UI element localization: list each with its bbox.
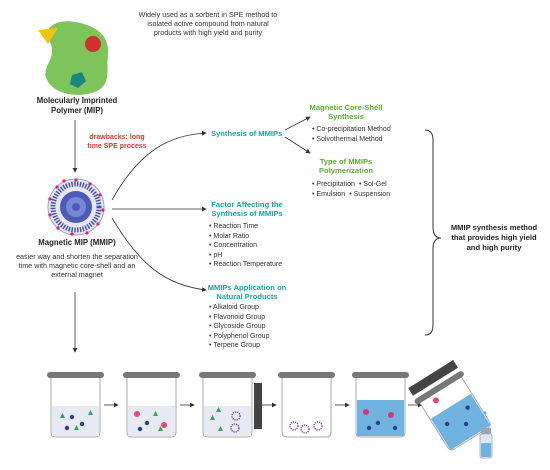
arrow-to-synthesis [111, 130, 207, 201]
beaker-6-pouring [408, 360, 491, 451]
factors-list: Reaction Time Molar Ratio Concentration … [209, 222, 282, 270]
pouring-drops [483, 411, 487, 428]
list-item: Reaction Time [209, 222, 282, 232]
summary-bracket [424, 129, 442, 336]
list-item: Flavonoid Group [209, 313, 269, 323]
list-item: Terpene Group [209, 341, 269, 351]
factors-title: Factor Affecting the Synthesis of MMIPs [211, 200, 283, 218]
template-circle-icon [85, 36, 101, 52]
mmip-description: easier way and shorten the separation ti… [16, 252, 138, 279]
external-magnet-icon-2 [408, 360, 458, 396]
collection-vial-icon [479, 428, 493, 459]
list-item: Emulsion [312, 190, 345, 200]
core-shell-title: Magnetic Core-Shell Synthesis [309, 103, 383, 121]
list-item: Co-precipitation Method [312, 125, 390, 135]
mip-description: Widely used as a sorbent in SPE method t… [138, 10, 278, 37]
beaker-3 [199, 372, 262, 438]
list-item: pH [209, 251, 282, 261]
list-item: Precipitation [312, 180, 355, 190]
template-pentagon-icon [70, 72, 86, 88]
polymerization-title: Type of MMIPs Polymerization [318, 157, 373, 175]
list-item: Suspension [349, 190, 391, 200]
beaker-process-row [47, 360, 493, 459]
list-item: Glycoside Group [209, 322, 269, 332]
polymerization-list: Precipitation Sol-Gel Emulsion Suspensio… [312, 180, 390, 199]
drawbacks-note: drawbacks: long time SPE process [87, 134, 147, 150]
application-list: Alkaloid Group Flavonoid Group Glycoside… [209, 303, 269, 351]
beaker-5 [352, 372, 409, 438]
mip-title: Molecularly Imprinted Polymer (MIP) [36, 96, 118, 115]
list-item: Polyphenol Group [209, 332, 269, 342]
list-item: Reaction Temperature [209, 260, 282, 270]
list-item: Concentration [209, 241, 282, 251]
conclusion-text: MMIP synthesis method that provides high… [450, 223, 538, 252]
mmip-title: Magnetic MIP (MMIP) [38, 238, 116, 247]
application-title: MMIPs Application on Natural Products [207, 283, 287, 301]
beaker-1 [47, 372, 104, 438]
arrow-to-core-shell [284, 116, 311, 131]
external-magnet-icon [254, 383, 262, 429]
mip-polymer-icon [38, 21, 109, 95]
synthesis-title: Synthesis of MMIPs [211, 129, 283, 138]
arrow-to-application [111, 217, 207, 292]
core-shell-list: Co-precipitation Method Solvothermal Met… [312, 125, 391, 145]
template-triangle-icon [38, 28, 58, 44]
arrow-to-polymerization [284, 136, 311, 154]
mmip-sphere-icon [47, 178, 105, 236]
list-item: Sol-Gel [359, 180, 386, 190]
list-item: Solvothermal Method [312, 135, 391, 145]
beaker-2 [123, 372, 180, 438]
list-item: Molar Ratio [209, 232, 282, 242]
beaker-4 [278, 372, 335, 438]
list-item: Alkaloid Group [209, 303, 269, 313]
